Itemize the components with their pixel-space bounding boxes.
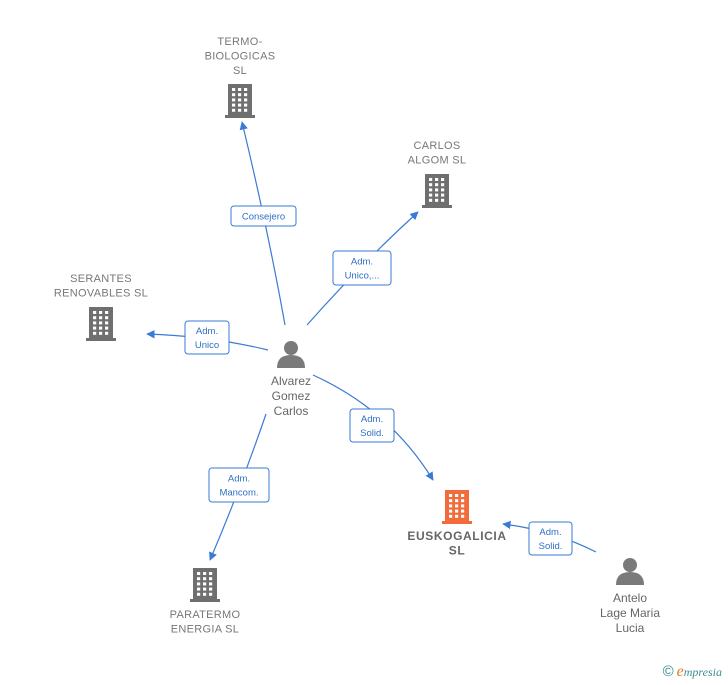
edges-layer: ConsejeroAdm.Unico,...Adm.UnicoAdm.Solid…	[146, 121, 597, 561]
node-label: ENERGIA SL	[171, 624, 239, 636]
edge-label: Solid.	[360, 428, 384, 439]
building-icon	[86, 307, 116, 341]
building-icon	[190, 568, 220, 602]
node-label: BIOLOGICAS	[205, 51, 276, 63]
node-termo[interactable]: TERMO- BIOLOGICAS SL	[205, 36, 276, 118]
person-icon	[277, 341, 305, 368]
edge-label-box	[184, 320, 230, 355]
node-label: RENOVABLES SL	[54, 288, 148, 300]
edge-label: Adm.	[539, 527, 561, 538]
edge-label-box	[208, 467, 270, 503]
edge-label: Unico,...	[345, 271, 380, 282]
node-paratermo[interactable]: PARATERMO ENERGIA SL	[170, 568, 241, 636]
node-label: CARLOS	[413, 140, 460, 152]
edge-label: Unico	[195, 340, 219, 351]
edge-label: Adm.	[361, 414, 383, 425]
edge-label: Solid.	[539, 541, 563, 552]
person-icon	[616, 558, 644, 585]
node-label: EUSKOGALICIA	[407, 529, 506, 543]
edge-label-box	[332, 250, 392, 286]
building-icon	[442, 490, 472, 524]
building-icon	[225, 84, 255, 118]
edge-label: Adm.	[228, 474, 250, 485]
node-label: Antelo	[613, 591, 647, 605]
edge-label: Adm.	[196, 326, 218, 337]
building-icon	[422, 174, 452, 208]
footer-brand: ©empresia	[663, 663, 722, 681]
node-label: ALGOM SL	[408, 155, 467, 167]
edge-label-box	[349, 408, 395, 443]
nodes-layer: TERMO- BIOLOGICAS SL CARLOS ALGOM SL SERANTES…	[54, 36, 660, 636]
edge-adm-mancom[interactable]: Adm. Mancom.	[208, 413, 270, 561]
edge-line	[239, 121, 286, 326]
node-label: Alvarez	[271, 374, 311, 388]
edge-adm-solid-alvarez[interactable]: Adm. Solid.	[312, 374, 434, 481]
edge-adm-solid-antelo[interactable]: Adm. Solid.	[502, 520, 597, 556]
edge-label: Consejero	[242, 212, 285, 223]
node-label: Lucia	[616, 621, 645, 635]
edge-adm-unico-carlos[interactable]: Adm. Unico,...	[306, 211, 419, 326]
node-label: Carlos	[274, 404, 309, 418]
edge-consejero[interactable]: Consejero	[230, 121, 297, 326]
node-label: PARATERMO	[170, 609, 241, 621]
edge-label-box	[230, 205, 297, 227]
brand-name: mpresia	[683, 665, 722, 679]
node-label: Lage Maria	[600, 606, 660, 620]
copyright-symbol: ©	[662, 663, 674, 680]
node-serantes[interactable]: SERANTES RENOVABLES SL	[54, 273, 148, 341]
edge-adm-unico-serantes[interactable]: Adm. Unico	[146, 320, 269, 355]
node-label: SL	[233, 65, 247, 77]
node-label: SL	[449, 544, 466, 558]
node-label: SERANTES	[70, 273, 132, 285]
brand-initial: e	[676, 663, 684, 680]
edge-label-box	[528, 521, 573, 556]
node-label: TERMO-	[217, 36, 262, 48]
node-label: Gomez	[272, 389, 311, 403]
edge-label: Mancom.	[219, 488, 258, 499]
edge-label: Adm.	[351, 257, 373, 268]
node-carlos-algom[interactable]: CARLOS ALGOM SL	[408, 140, 467, 208]
